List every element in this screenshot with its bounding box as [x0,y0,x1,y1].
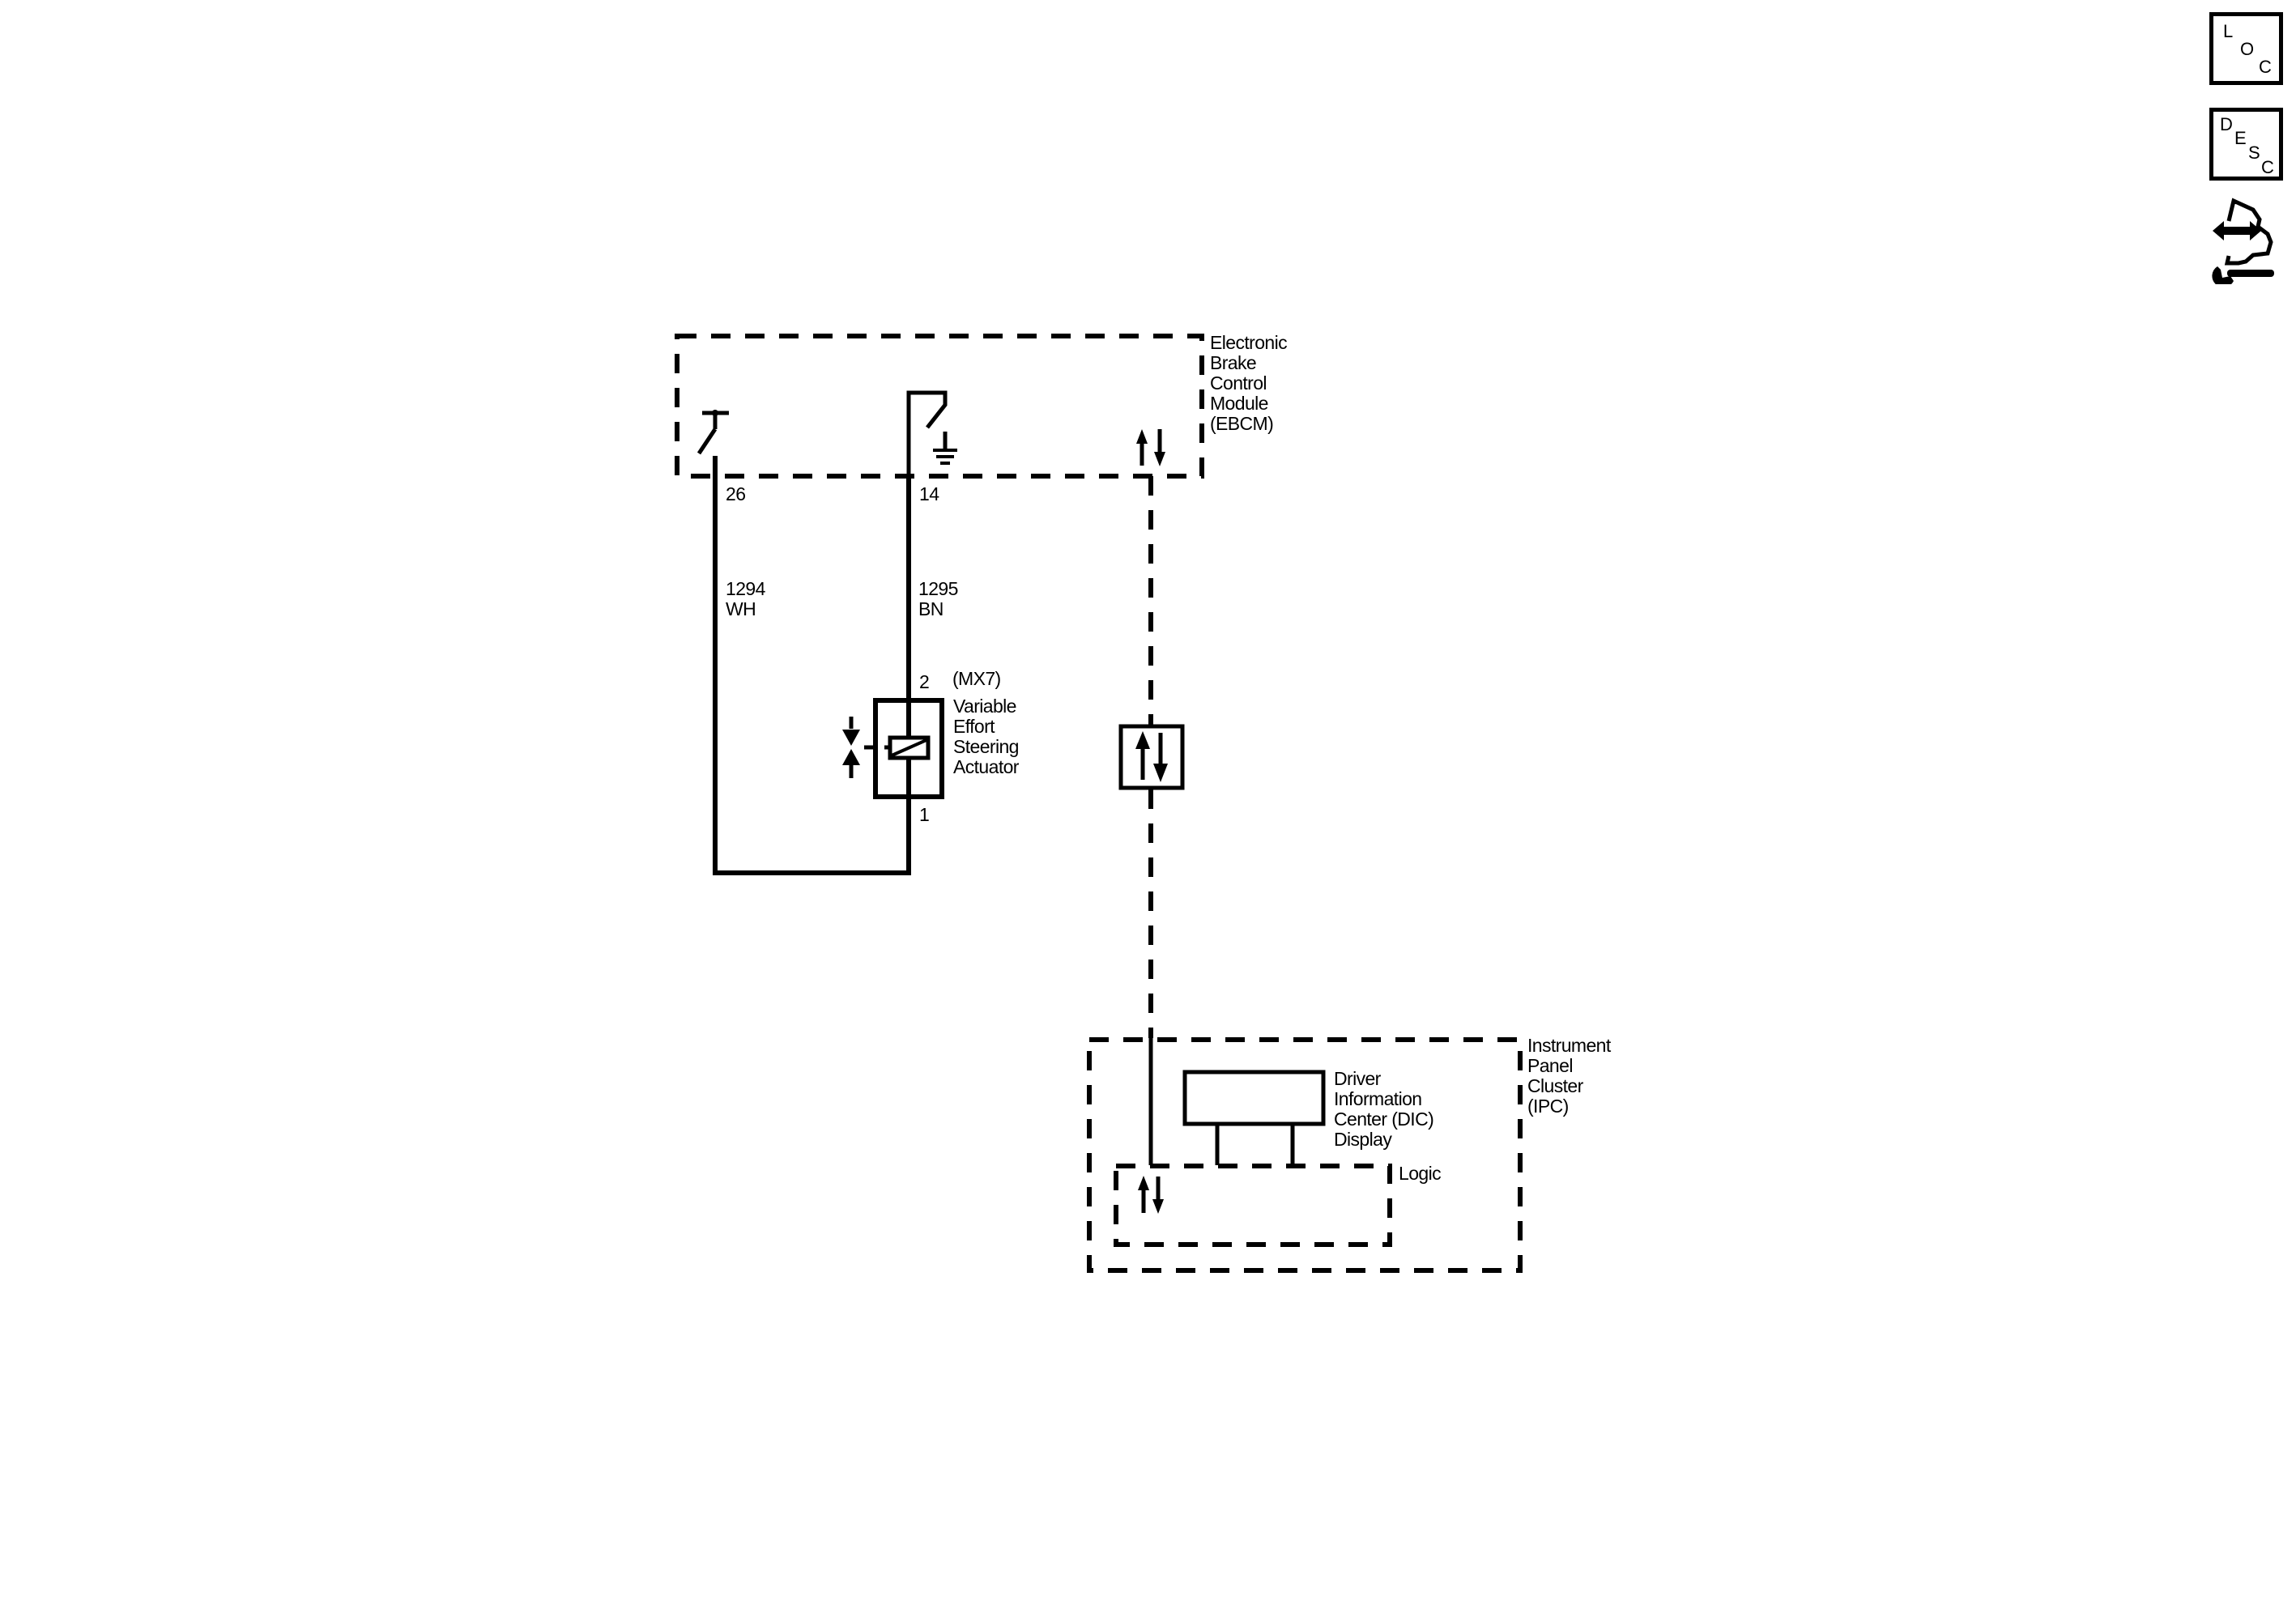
pin-14-label: 14 [919,483,939,504]
ebcm-label-line-1: Electronic [1210,332,1287,353]
ipc-label-line-4: (IPC) [1527,1096,1569,1117]
connector-repair-icon[interactable] [2209,197,2295,287]
actuator-label-line-3: Steering [953,736,1019,757]
ebcm-module-box [675,334,1204,479]
wire-1294-wh [713,456,911,875]
actuator-option-code: (MX7) [952,668,1001,689]
dic-label-line-1: Driver [1334,1068,1382,1089]
variable-effort-steering-actuator [864,698,944,799]
wire-1294-color-label: WH [726,598,756,619]
ipc-module-box [1087,1037,1523,1273]
ebcm-label-line-2: Brake [1210,352,1256,373]
wire-1294-circuit-label: 1294 [726,578,766,599]
ipc-label-line-3: Cluster [1527,1075,1584,1096]
desc-letter-d: D [2220,114,2233,134]
dic-label: Driver Information Center (DIC) Display [1334,1068,1434,1150]
dic-label-line-4: Display [1334,1129,1392,1150]
actuator-label-line-4: Actuator [953,756,1020,777]
logic-box [1114,1164,1392,1247]
ebcm-label: Electronic Brake Control Module (EBCM) [1210,332,1288,434]
desc-icon-button[interactable]: D E S C [2209,108,2283,181]
ebcm-label-line-4: Module [1210,393,1268,414]
desc-letter-s: S [2248,143,2260,163]
ipc-label: Instrument Panel Cluster (IPC) [1527,1035,1612,1117]
ebcm-serial-data-arrows-icon [1136,429,1165,466]
wire-1295-color-label: BN [918,598,944,619]
actuator-pin-1-label: 1 [919,804,929,825]
desc-letter-c: C [2261,157,2274,177]
logic-serial-data-arrows-icon [1138,1176,1164,1214]
pin-26-label: 26 [726,483,745,504]
ebcm-switch-pin-26-icon [696,410,729,455]
ebcm-label-line-3: Control [1210,372,1267,394]
ground-icon [933,432,957,465]
solenoid-coil-icon [884,735,931,760]
loc-letter-l: L [2223,21,2234,41]
wire-1295-circuit-label: 1295 [918,578,958,599]
ipc-label-line-2: Panel [1527,1055,1573,1076]
dic-label-line-2: Information [1334,1088,1421,1109]
actuator-label-line-2: Effort [953,716,995,737]
dic-label-line-3: Center (DIC) [1334,1108,1433,1130]
actuator-label-line-1: Variable [953,696,1016,717]
desc-letter-e: E [2234,128,2247,148]
ebcm-switch-ground-pin-14-icon [906,390,948,474]
loc-letter-o: O [2240,39,2255,59]
actuator-pin-2-label: 2 [919,671,929,692]
ebcm-label-line-5: (EBCM) [1210,413,1273,434]
valve-icon [842,717,860,778]
serial-data-symbol-icon [1118,724,1185,790]
actuator-label: Variable Effort Steering Actuator [953,696,1020,777]
loc-icon-button[interactable]: L O C [2209,12,2283,85]
ipc-label-line-1: Instrument [1527,1035,1612,1056]
loc-letter-c: C [2259,57,2272,77]
dic-display-box [1182,1070,1326,1165]
logic-label: Logic [1399,1163,1441,1184]
